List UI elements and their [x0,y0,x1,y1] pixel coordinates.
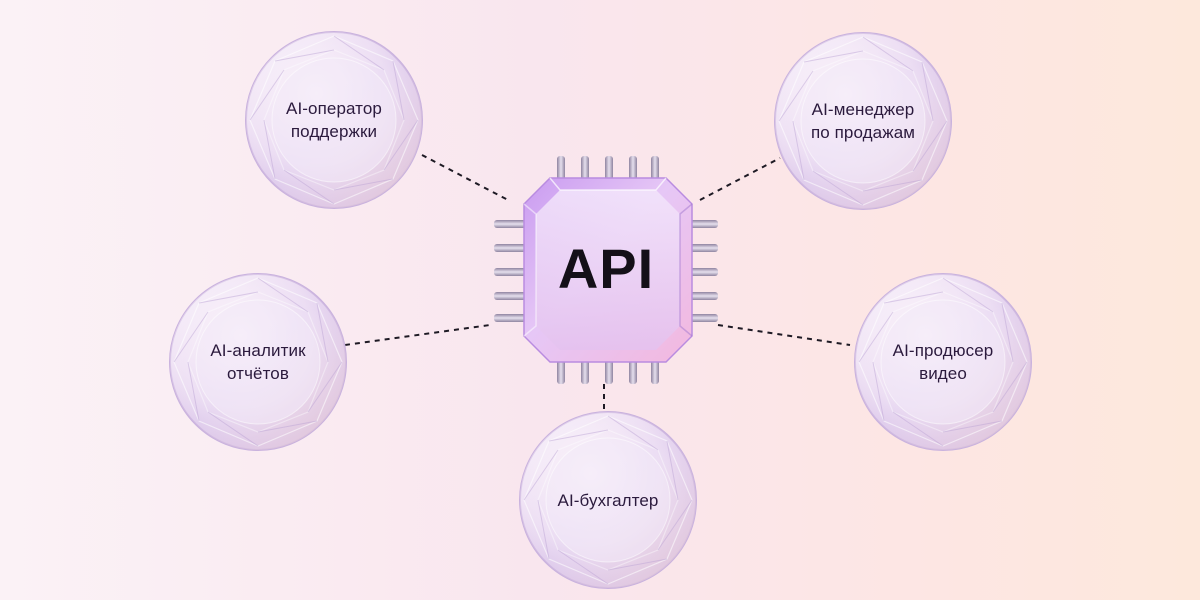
gem-support: AI-оператор поддержки [244,30,424,210]
gem-label-accounting: AI-бухгалтер [557,490,659,510]
gem-label-sales: AI-менеджер по продажам [810,100,916,142]
api-label: API [557,236,655,300]
gem-sales: AI-менеджер по продажам [773,31,953,211]
gem-video: AI-продюсер видео [853,272,1033,452]
gem-label-video: AI-продюсер видео [892,341,994,383]
api-chip: API [494,150,718,386]
gem-accounting: AI-бухгалтер [518,410,698,590]
chip-icon [494,156,718,384]
gem-label-support: AI-оператор поддержки [286,99,382,141]
connector-support [421,154,509,201]
connector-reports [344,324,491,346]
gem-label-reports: AI-аналитик отчётов [210,341,306,383]
gem-reports: AI-аналитик отчётов [168,272,348,452]
connector-video [717,324,851,346]
